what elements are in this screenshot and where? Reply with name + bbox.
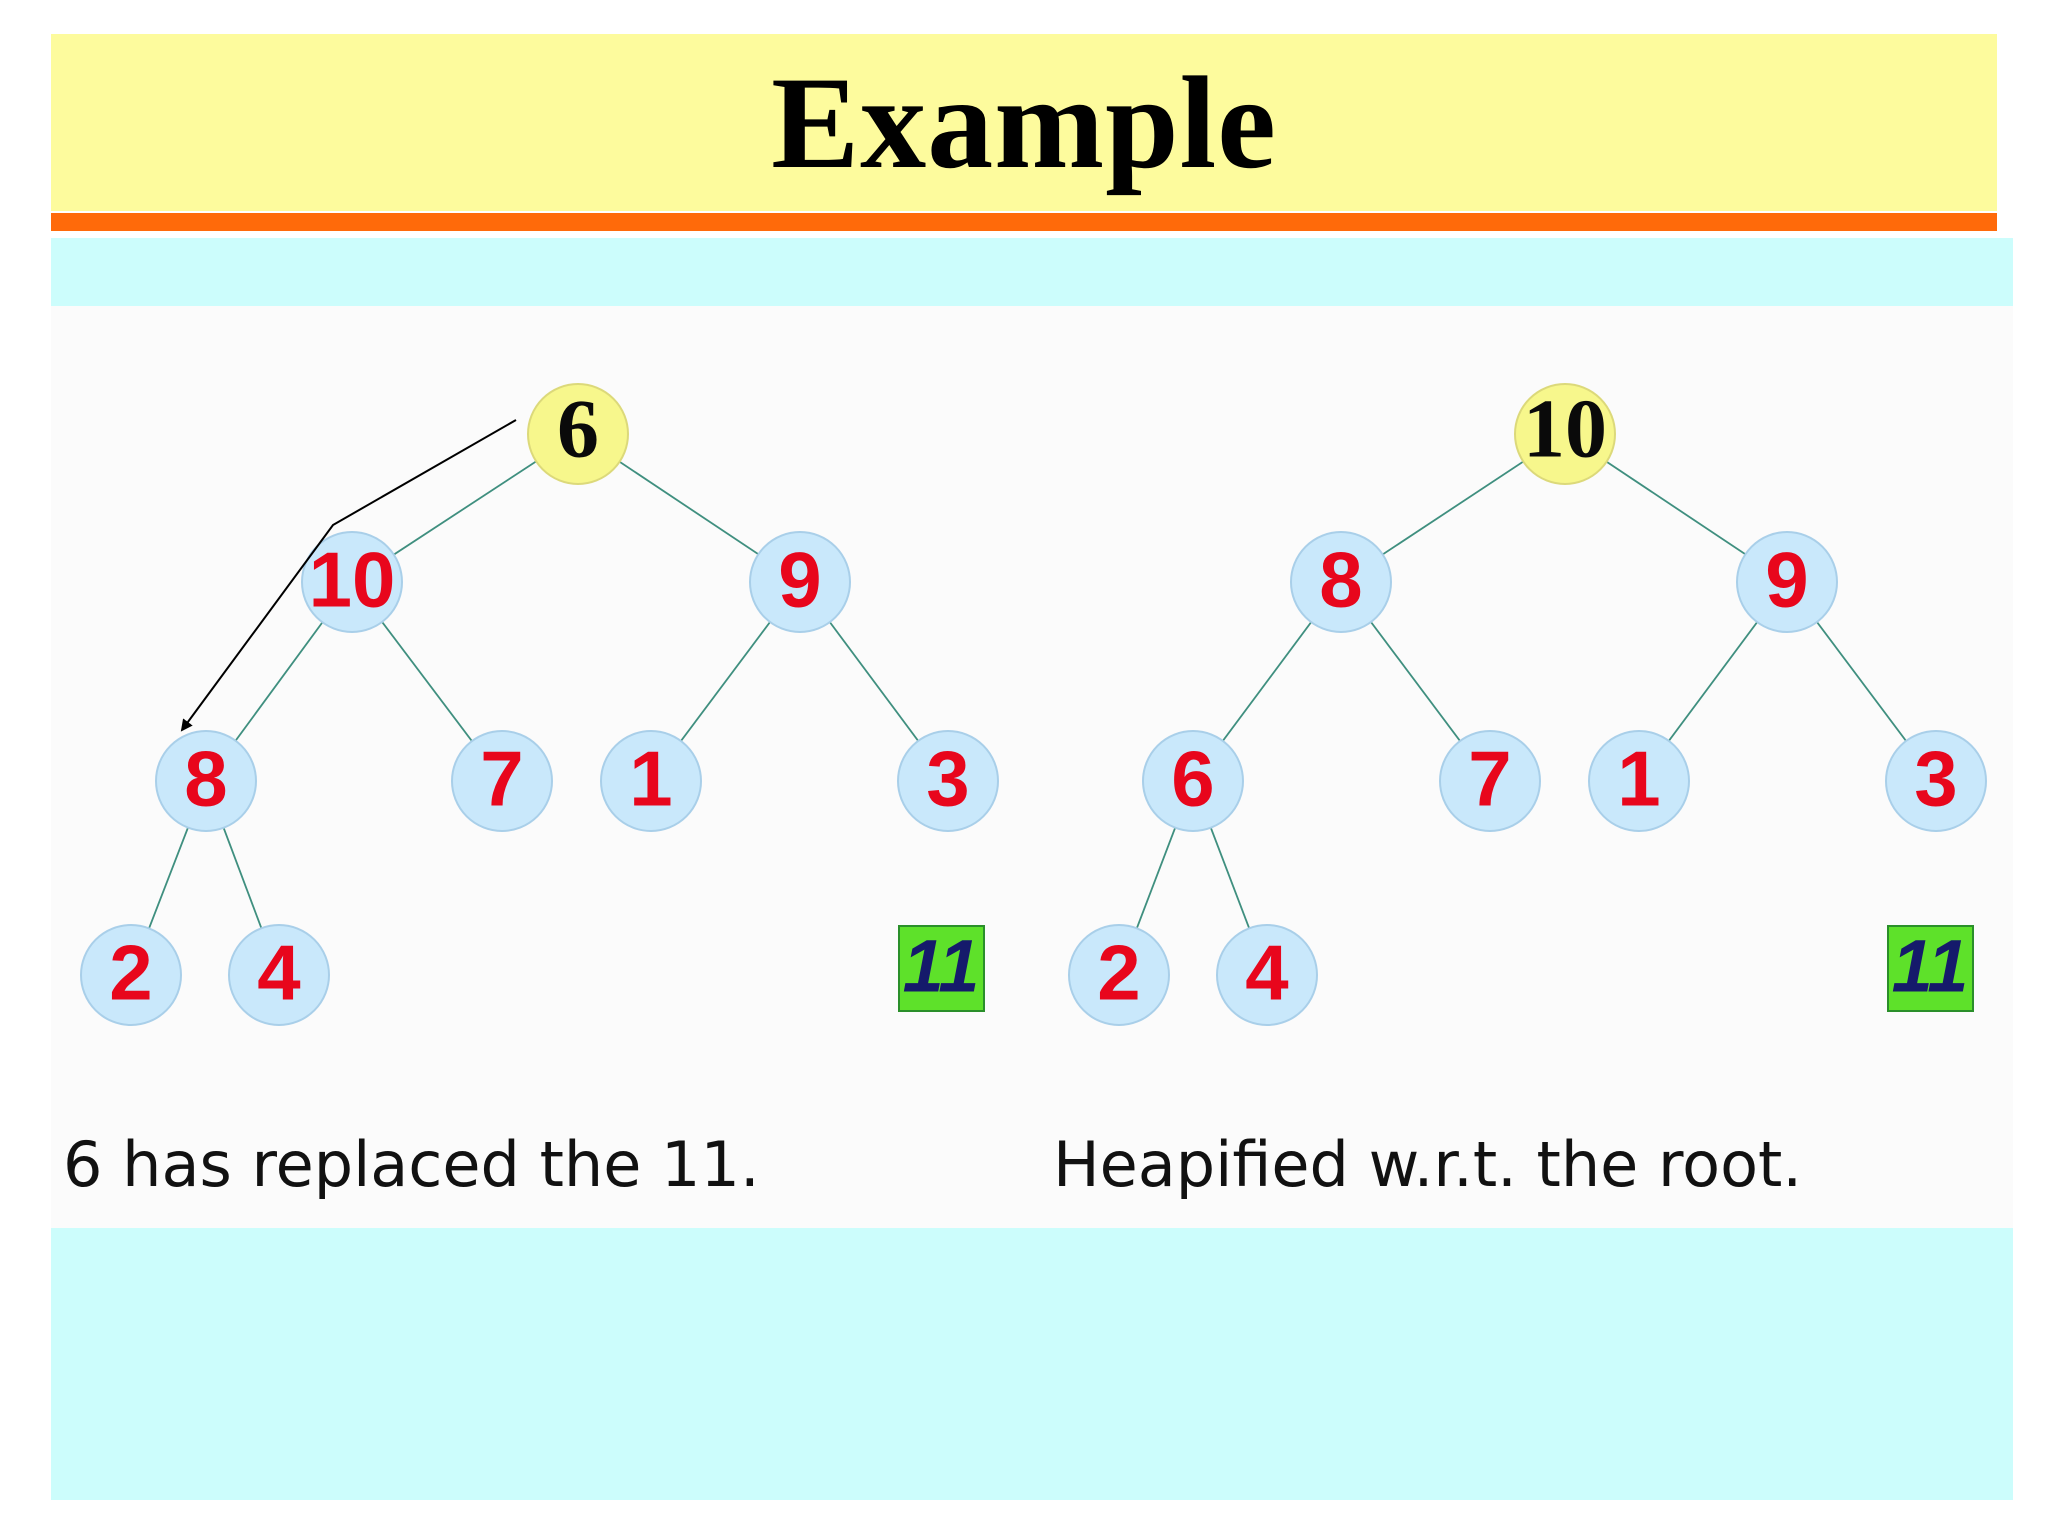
title-band: Example [51,34,1997,211]
node-value: 6 [557,382,599,475]
tree-node: 1 [600,730,702,832]
tree-node: 9 [1736,531,1838,633]
node-value: 2 [1097,929,1140,1017]
tree-node: 8 [155,730,257,832]
left-tree-edges [130,433,949,976]
node-value: 2 [109,929,152,1017]
tree-node: 6 [1142,730,1244,832]
node-value: 1 [1617,735,1660,823]
tree-node: 8 [1290,531,1392,633]
node-value: 4 [1245,929,1288,1017]
node-value: 7 [480,735,523,823]
node-value: 9 [1765,536,1808,624]
left-tree: 6 10 9 8 7 1 3 2 [80,382,999,1026]
node-value: 8 [184,735,227,823]
tree-root-node: 6 [527,382,629,485]
right-tree-edges [1118,433,1937,976]
tree-node: 7 [451,730,553,832]
node-value: 3 [926,735,969,823]
extracted-max-box: 11 [1887,925,1974,1012]
tree-node: 9 [749,531,851,633]
node-value: 10 [309,536,396,624]
extracted-value: 11 [1892,925,1969,1008]
tree-node: 3 [1885,730,1987,832]
node-value: 10 [1523,382,1607,475]
slide-title: Example [771,49,1277,196]
tree-node: 10 [301,531,403,633]
node-value: 9 [778,536,821,624]
node-value: 7 [1468,735,1511,823]
node-value: 1 [629,735,672,823]
tree-node: 2 [80,924,182,1026]
tree-root-node: 10 [1514,382,1616,485]
tree-node: 4 [228,924,330,1026]
tree-node: 7 [1439,730,1541,832]
title-divider [51,213,1997,231]
node-value: 3 [1914,735,1957,823]
node-value: 6 [1171,735,1214,823]
node-value: 4 [257,929,300,1017]
left-caption: 6 has replaced the 11. [63,1128,760,1201]
right-tree: 10 8 9 6 7 1 3 2 [1068,382,1987,1026]
node-value: 8 [1319,536,1362,624]
tree-node: 3 [897,730,999,832]
right-caption: Heapified w.r.t. the root. [1053,1128,1802,1201]
extracted-value: 11 [903,925,980,1008]
replacement-arrow [180,419,517,732]
tree-node: 2 [1068,924,1170,1026]
tree-node: 1 [1588,730,1690,832]
tree-node: 4 [1216,924,1318,1026]
extracted-max-box: 11 [898,925,985,1012]
